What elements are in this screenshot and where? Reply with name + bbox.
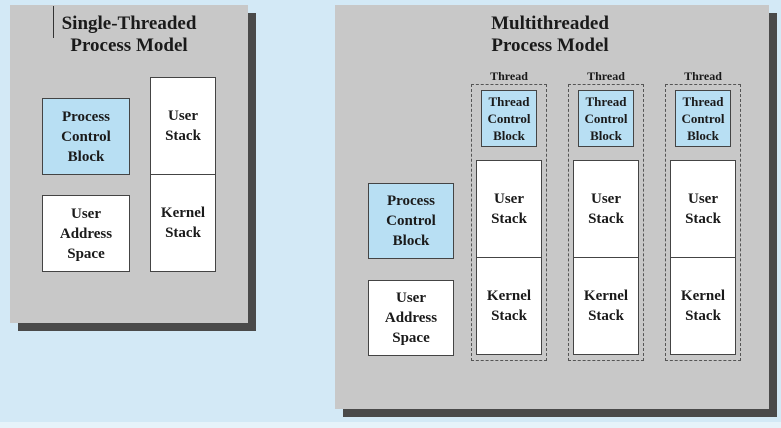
thread-1-tcb-label: Thread Control Block: [487, 94, 531, 143]
thread-1-label: Thread: [490, 69, 528, 83]
multi-pcb-label: Process Control Block: [386, 193, 436, 249]
single-threaded-title: Single-Threaded Process Model: [61, 13, 197, 56]
text-cursor: [53, 6, 54, 38]
multi-process-control-block: Process Control Block: [368, 183, 454, 259]
thread-3-kernel-stack-label: Kernel Stack: [680, 288, 726, 324]
multi-user-address-space-label: User Address Space: [384, 290, 438, 346]
thread-2-kernel-stack: Kernel Stack: [573, 257, 639, 355]
multi-user-address-space: User Address Space: [368, 280, 454, 356]
thread-2-user-stack-label: User Stack: [588, 191, 624, 227]
multithreaded-title: Multithreaded Process Model: [491, 13, 609, 56]
single-kernel-stack: Kernel Stack: [150, 174, 216, 272]
thread-3-user-stack: User Stack: [670, 160, 736, 258]
thread-2-kernel-stack-label: Kernel Stack: [583, 288, 629, 324]
thread-2-control-block: Thread Control Block: [578, 90, 634, 147]
single-user-stack-label: User Stack: [165, 108, 201, 144]
multithreaded-panel: Multithreaded Process Model Process Cont…: [335, 5, 769, 409]
thread-3-kernel-stack: Kernel Stack: [670, 257, 736, 355]
thread-3-label: Thread: [684, 69, 722, 83]
thread-1-group: [471, 84, 547, 361]
thread-1-user-stack-label: User Stack: [491, 191, 527, 227]
thread-3-group: [665, 84, 741, 361]
thread-2-user-stack: User Stack: [573, 160, 639, 258]
thread-1-kernel-stack: Kernel Stack: [476, 257, 542, 355]
thread-1-user-stack: User Stack: [476, 160, 542, 258]
thread-2-tcb-label: Thread Control Block: [584, 94, 628, 143]
thread-2-label: Thread: [587, 69, 625, 83]
single-user-stack: User Stack: [150, 77, 216, 175]
thread-2-group: [568, 84, 644, 361]
thread-3-tcb-label: Thread Control Block: [681, 94, 725, 143]
thread-3-control-block: Thread Control Block: [675, 90, 731, 147]
thread-3-user-stack-label: User Stack: [685, 191, 721, 227]
single-kernel-stack-label: Kernel Stack: [160, 205, 206, 241]
single-pcb-label: Process Control Block: [61, 108, 111, 165]
single-process-control-block: Process Control Block: [42, 98, 130, 175]
single-user-address-space: User Address Space: [42, 195, 130, 272]
thread-1-control-block: Thread Control Block: [481, 90, 537, 147]
bottom-strip: [0, 422, 781, 428]
single-threaded-panel: Single-Threaded Process Model Process Co…: [10, 5, 248, 323]
thread-1-kernel-stack-label: Kernel Stack: [486, 288, 532, 324]
single-user-address-space-label: User Address Space: [59, 205, 113, 262]
